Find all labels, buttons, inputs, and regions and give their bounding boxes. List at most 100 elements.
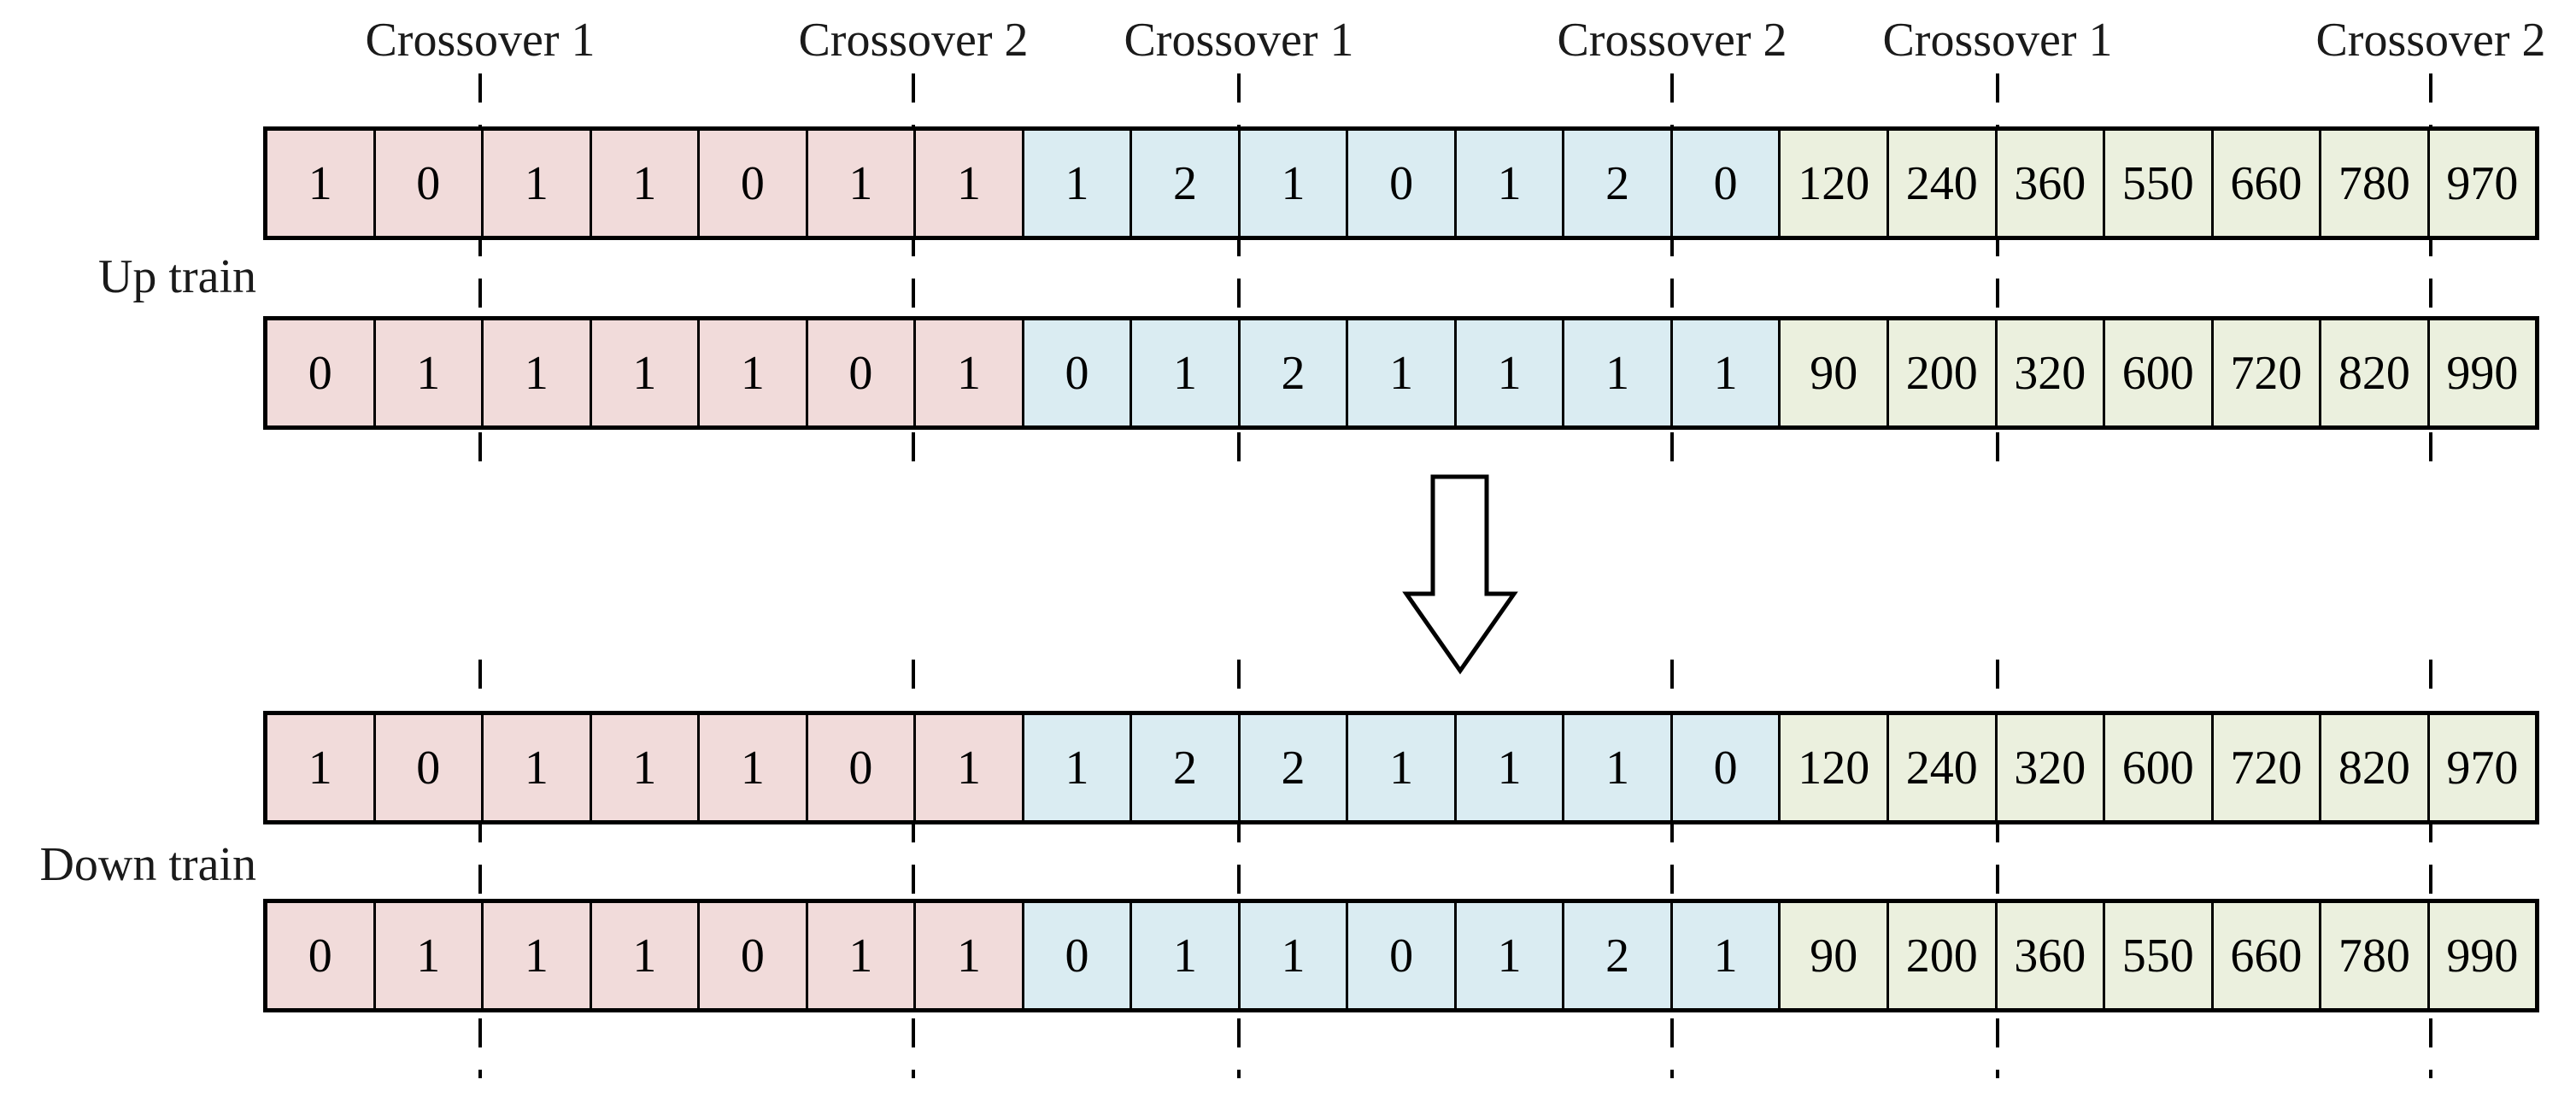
- gene-cell: 0: [373, 131, 482, 236]
- gene-cell: 1: [1562, 320, 1670, 425]
- gene-cell: 1: [1453, 715, 1563, 820]
- gene-cell: 820: [2319, 320, 2427, 425]
- crossover-cut-line: [478, 73, 482, 478]
- crossover-cut-line: [1670, 73, 1674, 478]
- gene-cell: 970: [2426, 131, 2536, 236]
- gene-cell: 0: [697, 903, 806, 1008]
- up-train-label: Up train: [97, 250, 256, 303]
- gene-cell: 120: [1778, 715, 1887, 820]
- gene-cell: 1: [1346, 320, 1454, 425]
- gene-cell: 1: [913, 715, 1022, 820]
- crossover-label: Crossover 1: [365, 14, 596, 67]
- crossover-cut-line: [1996, 73, 1999, 478]
- gene-cell: 2: [1237, 320, 1347, 425]
- gene-cell: 2: [1237, 715, 1347, 820]
- gene-cell: 1: [267, 131, 373, 236]
- gene-cell: 360: [1994, 131, 2104, 236]
- gene-cell: 660: [2210, 903, 2320, 1008]
- gene-cell: 90: [1778, 903, 1887, 1008]
- gene-cell: 820: [2319, 715, 2427, 820]
- gene-cell: 1: [481, 903, 590, 1008]
- gene-cell: 1: [1453, 131, 1563, 236]
- crossover-cut-line: [1237, 660, 1241, 1078]
- gene-cell: 0: [1346, 131, 1454, 236]
- gene-cell: 1: [913, 320, 1022, 425]
- gene-cell: 1: [697, 715, 806, 820]
- gene-cell: 0: [267, 320, 373, 425]
- crossover-cut-line: [478, 660, 482, 1078]
- crossover-label: Crossover 2: [2315, 14, 2546, 67]
- gene-cell: 1: [373, 320, 482, 425]
- gene-cell: 200: [1886, 903, 1995, 1008]
- gene-cell: 1: [805, 131, 914, 236]
- gene-cell: 1: [1669, 903, 1779, 1008]
- gene-cell: 2: [1562, 903, 1670, 1008]
- gene-cell: 720: [2210, 320, 2320, 425]
- gene-cell: 1: [267, 715, 373, 820]
- crossover-label: Crossover 2: [798, 14, 1029, 67]
- gene-cell: 990: [2426, 903, 2536, 1008]
- gene-cell: 780: [2319, 131, 2427, 236]
- crossover-cut-line: [912, 660, 915, 1078]
- crossover-label: Crossover 1: [1882, 14, 2113, 67]
- gene-cell: 360: [1994, 903, 2104, 1008]
- gene-cell: 0: [1669, 715, 1779, 820]
- gene-cell: 0: [1021, 320, 1130, 425]
- gene-cell: 1: [697, 320, 806, 425]
- gene-cell: 0: [267, 903, 373, 1008]
- gene-cell: 1: [589, 131, 698, 236]
- gene-cell: 1: [1346, 715, 1454, 820]
- crossover-cut-line: [1670, 660, 1674, 1078]
- gene-cell: 600: [2103, 320, 2211, 425]
- gene-cell: 200: [1886, 320, 1995, 425]
- gene-cell: 1: [589, 320, 698, 425]
- gene-cell: 1: [1453, 903, 1563, 1008]
- gene-cell: 2: [1130, 715, 1238, 820]
- crossover-cut-line: [1996, 660, 1999, 1078]
- gene-cell: 0: [697, 131, 806, 236]
- gene-cell: 240: [1886, 715, 1995, 820]
- gene-cell: 1: [589, 715, 698, 820]
- gene-cell: 1: [1453, 320, 1563, 425]
- gene-cell: 970: [2426, 715, 2536, 820]
- gene-cell: 600: [2103, 715, 2211, 820]
- gene-cell: 2: [1562, 131, 1670, 236]
- gene-cell: 660: [2210, 131, 2320, 236]
- gene-cell: 1: [1237, 903, 1347, 1008]
- gene-cell: 780: [2319, 903, 2427, 1008]
- gene-cell: 120: [1778, 131, 1887, 236]
- gene-cell: 2: [1130, 131, 1238, 236]
- gene-cell: 0: [373, 715, 482, 820]
- crossover-cut-line: [1237, 73, 1241, 478]
- gene-cell: 720: [2210, 715, 2320, 820]
- gene-cell: 1: [481, 131, 590, 236]
- gene-cell: 1: [1669, 320, 1779, 425]
- gene-cell: 1: [481, 320, 590, 425]
- gene-cell: 990: [2426, 320, 2536, 425]
- gene-cell: 1: [913, 131, 1022, 236]
- gene-cell: 320: [1994, 715, 2104, 820]
- gene-cell: 1: [805, 903, 914, 1008]
- gene-cell: 0: [1669, 131, 1779, 236]
- gene-cell: 1: [589, 903, 698, 1008]
- gene-cell: 1: [1130, 903, 1238, 1008]
- gene-cell: 1: [1237, 131, 1347, 236]
- gene-cell: 1: [913, 903, 1022, 1008]
- gene-cell: 1: [1021, 131, 1130, 236]
- gene-cell: 0: [805, 715, 914, 820]
- crossover-cut-line: [912, 73, 915, 478]
- gene-cell: 320: [1994, 320, 2104, 425]
- gene-cell: 0: [1346, 903, 1454, 1008]
- gene-cell: 0: [805, 320, 914, 425]
- gene-cell: 240: [1886, 131, 1995, 236]
- crossover-cut-line: [2429, 660, 2432, 1078]
- gene-cell: 1: [1130, 320, 1238, 425]
- gene-cell: 550: [2103, 131, 2211, 236]
- crossover-label: Crossover 2: [1557, 14, 1787, 67]
- gene-cell: 1: [1562, 715, 1670, 820]
